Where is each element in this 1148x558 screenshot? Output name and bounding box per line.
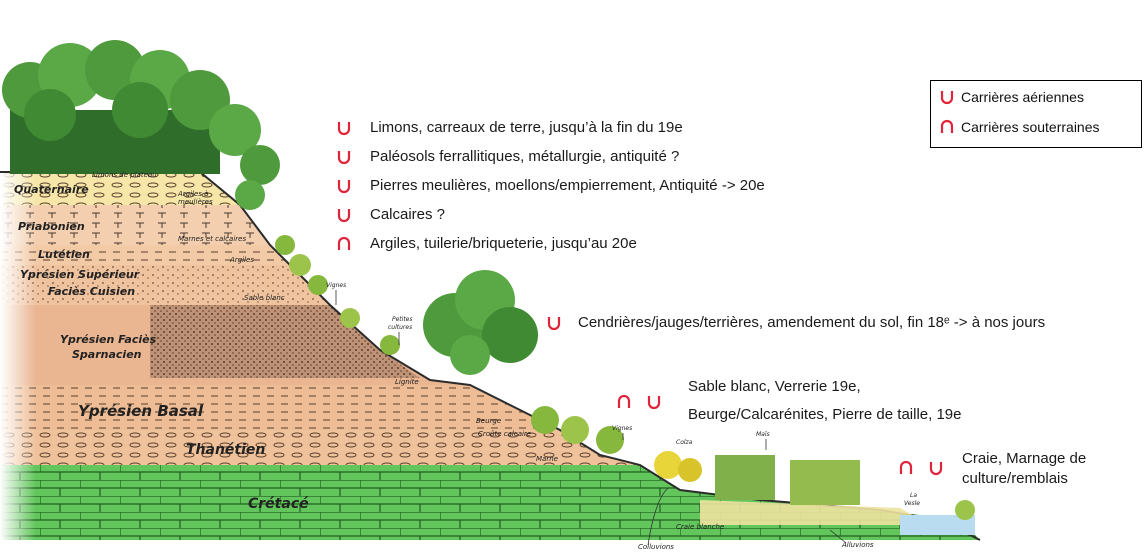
label-ypresien-spa-1: Yprésien Faciès xyxy=(60,333,157,346)
open-pit-quarry-icon xyxy=(940,91,954,105)
label-vignes-low: Vignes xyxy=(612,425,632,432)
label-ypresien-spa-2: Sparnacien xyxy=(72,348,142,361)
label-argiles-meulieres-1: Argiles à xyxy=(177,190,208,198)
label-beurge: Beurge xyxy=(476,417,501,425)
label-ypresien-sup-2: Faciès Cuisien xyxy=(48,285,135,298)
label-priabonien: Priabonien xyxy=(18,220,85,233)
label-marne: Marne xyxy=(536,455,558,463)
label-craie-blanche: Craie blanche xyxy=(676,523,724,531)
slope-outline xyxy=(0,171,981,541)
legend-open-pit: Carrières aériennes xyxy=(939,89,1084,105)
label-ypresien-sup-1: Yprésien Supérieur xyxy=(20,268,140,281)
label-thanetien: Thanétien xyxy=(186,442,265,458)
label-limons-plateau: Limons de plateau xyxy=(92,171,157,179)
label-sable-blanc: Sable blanc xyxy=(244,294,285,302)
underground-quarry-icon xyxy=(337,236,351,250)
label-lutetien: Lutétien xyxy=(38,248,90,261)
note-beurge: Beurge/Calcarénites, Pierre de taille, 1… xyxy=(688,406,962,423)
alluvions-layer xyxy=(700,500,930,525)
label-lignite: Lignite xyxy=(395,378,419,386)
open-pit-quarry-icon xyxy=(547,317,561,331)
lower-fields xyxy=(531,406,975,520)
slope-vegetation xyxy=(275,235,400,355)
label-quaternaire: Quaternaire xyxy=(14,183,89,196)
open-pit-quarry-icon xyxy=(337,209,351,223)
river-vesle xyxy=(900,515,975,535)
legend: Carrières aériennes Carrières souterrain… xyxy=(930,80,1142,148)
label-colluvions: Colluvions xyxy=(638,543,674,551)
mid-forest xyxy=(423,270,538,375)
open-pit-quarry-icon xyxy=(929,462,943,476)
legend-underground: Carrières souterraines xyxy=(939,119,1100,135)
label-argiles-meulieres-2: meulières xyxy=(178,198,213,206)
label-petites-cultures-2: cultures xyxy=(388,324,412,331)
underground-quarry-icon xyxy=(940,119,954,133)
underground-quarry-icon xyxy=(899,460,913,474)
note-paleosols: Paléosols ferrallitiques, métallurgie, a… xyxy=(370,148,680,165)
label-argiles: Argiles xyxy=(229,256,254,264)
label-alluvions: Alluvions xyxy=(841,541,874,549)
label-mais: Maïs xyxy=(756,431,770,438)
open-pit-quarry-icon xyxy=(337,122,351,136)
note-meulieres: Pierres meulières, moellons/empierrement… xyxy=(370,177,765,194)
open-pit-quarry-icon xyxy=(647,396,661,410)
note-craie-1: Craie, Marnage de xyxy=(962,450,1087,467)
note-argiles: Argiles, tuilerie/briqueterie, jusqu’au … xyxy=(370,235,637,252)
label-colza: Colza xyxy=(676,439,693,446)
note-limons: Limons, carreaux de terre, jusqu’à la fi… xyxy=(370,119,683,136)
open-pit-quarry-icon xyxy=(337,151,351,165)
label-cretace: Crétacé xyxy=(248,496,309,512)
label-petites-cultures-1: Petites xyxy=(392,316,413,323)
note-craie-2: culture/remblais xyxy=(962,470,1068,487)
label-la-vesle-1: La xyxy=(910,492,917,499)
note-calcaires: Calcaires ? xyxy=(370,206,446,223)
underground-quarry-icon xyxy=(617,394,631,408)
label-marnes-calcaires: Marnes et calcaires xyxy=(178,235,246,243)
label-croute-calcaire: Croûte calcaire xyxy=(478,430,531,438)
plateau-forest xyxy=(2,40,280,210)
open-pit-quarry-icon xyxy=(337,180,351,194)
label-vignes-top: Vignes xyxy=(326,282,346,289)
label-ypresien-basal: Yprésien Basal xyxy=(78,402,204,420)
note-sable-blanc: Sable blanc, Verrerie 19e, xyxy=(688,378,861,395)
legend-underground-label: Carrières souterraines xyxy=(961,119,1100,135)
legend-open-pit-label: Carrières aériennes xyxy=(961,89,1084,105)
note-cendrieres: Cendrières/jauges/terrières, amendement … xyxy=(578,314,1046,331)
label-la-vesle-2: Vesle xyxy=(904,500,920,507)
